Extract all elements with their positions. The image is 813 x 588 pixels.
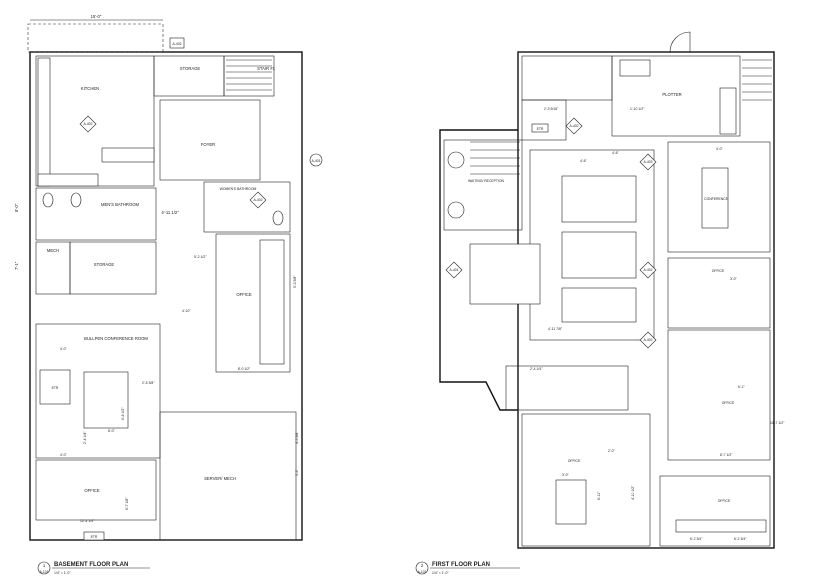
tag-etr-first: ETR xyxy=(537,127,544,131)
dim-b-d2: 4'-10" xyxy=(182,309,191,313)
dim-f-d16: 6'-2 3/4" xyxy=(690,537,703,541)
dim-b-d7: 6'-8 1/2" xyxy=(121,407,125,420)
dim-b-d3: 5'-3 5/8" xyxy=(293,275,297,288)
dim-b-d8: 8'-0" xyxy=(108,429,116,433)
dim-b-d13: 6'-7 1/8" xyxy=(125,497,129,510)
dim-f-d3: 4'-6" xyxy=(580,159,588,163)
room-womens-bathroom: WOMEN'S BATHROOM xyxy=(220,187,257,191)
room-kitchen: KITCHEN xyxy=(81,86,99,91)
plan-scale-first: 1/4" = 1'-0" xyxy=(432,571,449,575)
dim-f-d1: 2'-3 9/16" xyxy=(544,107,559,111)
dim-b-d10: 2'-4 1/4" xyxy=(83,431,87,444)
plan-number-first: 2 xyxy=(421,563,424,568)
room-office-r2: OFFICE xyxy=(722,401,735,405)
room-storage-top: STORAGE xyxy=(180,66,201,71)
tag-a402-c: A-402 xyxy=(643,338,652,342)
tag-etr-low: ETR xyxy=(91,535,98,539)
section-tag-diamond xyxy=(79,115,97,133)
basement-floor-plan: 15'-0" KITCHEN A-402 STORAGE STAIR #1 FO… xyxy=(14,14,323,575)
room-office-low: OFFICE xyxy=(84,488,100,493)
dim-f-d11: 6'-11" xyxy=(597,491,601,500)
dim-b-d12: 5'-3" xyxy=(295,468,299,476)
dim-f-d6: 3'-0" xyxy=(730,277,738,281)
dim-b-d14: 12'-4 1/4" xyxy=(80,519,95,523)
first-floor-plan: 2'-3 9/16" ETR A-402 1'-10 1/2" PLOTTER … xyxy=(415,31,785,575)
dim-left-b: 7'-1" xyxy=(14,261,19,270)
tag-a402-womens: A-402 xyxy=(253,198,262,202)
plan-number-circle-first xyxy=(415,561,429,575)
dim-b-d4: 8'-0 1/2" xyxy=(238,367,251,371)
tag-etr-bullpen: ETR xyxy=(52,386,59,390)
room-conference: CONFERENCE xyxy=(704,197,728,201)
room-office-br: OFFICE xyxy=(718,499,731,503)
room-stair: STAIR #1 xyxy=(257,66,276,71)
dim-left-a: 8'-0" xyxy=(14,203,19,212)
dim-b-d5: 4'-0" xyxy=(60,347,68,351)
plan-sheet-ref-first: A-101 xyxy=(417,570,426,574)
dim-b-d6: 2'-5 3/8" xyxy=(142,381,155,385)
plan-title: BASEMENT FLOOR PLAN xyxy=(54,562,128,568)
room-foyer: FOYER xyxy=(201,142,215,147)
dim-f-d10: 3'-0" xyxy=(562,473,570,477)
dim-f-d8: 2'-4 1/4" xyxy=(530,367,543,371)
dim-f-d7: 4'-11 7/8" xyxy=(548,327,563,331)
tag-a403: A-403 xyxy=(643,160,652,164)
dim-f-d15: 10'-7 1/2" xyxy=(770,421,785,425)
dim-f-d17: 6'-2 3/4" xyxy=(734,537,747,541)
tag-a402-top: A-402 xyxy=(172,42,181,46)
dim-f-d4: 4'-6" xyxy=(612,151,620,155)
dim-top: 15'-0" xyxy=(91,14,102,19)
plan-number-circle xyxy=(37,561,51,575)
tag-a402-kitchen: A-402 xyxy=(83,122,92,126)
dim-f-d9: 2'-0" xyxy=(608,449,616,453)
room-waiting: WAITING/ RECEPTION xyxy=(468,179,505,183)
plan-sheet-ref: A-101 xyxy=(39,570,48,574)
dim-b-d11: 4'-5 3/8" xyxy=(295,431,299,444)
dim-f-d14: 6'-1" xyxy=(738,385,746,389)
tag-a402-b: A-402 xyxy=(643,268,652,272)
dim-b-d9: 4'-0" xyxy=(60,453,68,457)
room-office-center: OFFICE xyxy=(568,459,581,463)
room-bullpen: BULLPEN CONFERENCE ROOM xyxy=(84,336,148,341)
plan-number: 1 xyxy=(43,563,46,568)
plan-title-first: FIRST FLOOR PLAN xyxy=(432,562,490,568)
dim-b-d1: 5'-2 1/2" xyxy=(194,255,207,259)
dim-foyer-width: 4'-11 1/2" xyxy=(161,210,179,215)
dim-f-d13: 8'-7 1/2" xyxy=(720,453,733,457)
plan-scale: 1/4" = 1'-0" xyxy=(54,571,71,575)
dim-f-d12: 4'-10 1/2" xyxy=(631,485,635,500)
room-mens-bathroom: MEN'S BATHROOM xyxy=(101,202,139,207)
tag-a402-a: A-402 xyxy=(569,124,578,128)
dim-f-d2: 1'-10 1/2" xyxy=(630,107,645,111)
room-mech: MECH xyxy=(47,248,59,253)
room-office-r1: OFFICE xyxy=(712,269,725,273)
dim-f-d5: 4'-0" xyxy=(716,147,724,151)
room-office: OFFICE xyxy=(236,292,252,297)
room-storage-mid: STORAGE xyxy=(94,262,115,267)
tag-a401-basement: A-401 xyxy=(311,159,320,163)
room-server-mech: SERVER/ MECH xyxy=(204,476,236,481)
tag-a401-first: A-401 xyxy=(449,268,458,272)
room-plotter: PLOTTER xyxy=(662,92,681,97)
